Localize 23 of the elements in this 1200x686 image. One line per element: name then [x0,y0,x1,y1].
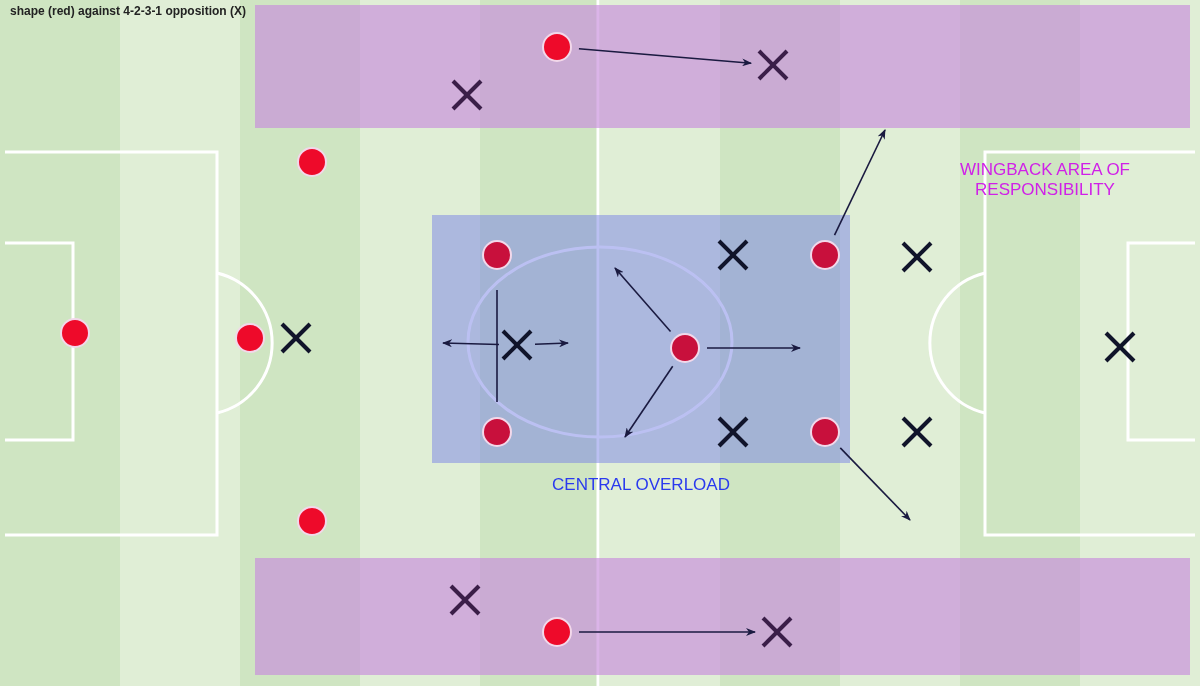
diagram-title: shape (red) against 4-2-3-1 opposition (X) [10,4,248,18]
opponent-cross-marker [279,321,313,355]
opponent-cross-marker [756,48,790,82]
opponent-cross-marker [900,415,934,449]
opponent-cross-marker [448,583,482,617]
arrow [578,628,756,636]
opponent-cross-marker [1103,330,1137,364]
opponent-cross-marker [450,78,484,112]
opponent-cross-marker [716,415,750,449]
zone-label: WINGBACK AREA OF RESPONSIBILITY [958,160,1131,200]
opponent-cross-marker [900,240,934,274]
arrow [833,129,886,236]
opponent-cross-marker [500,328,534,362]
opponent-cross-marker [716,238,750,272]
opponent-cross-marker [760,615,794,649]
arrow [839,447,911,521]
arrow [442,339,500,348]
zone-label: CENTRAL OVERLOAD [551,475,731,495]
arrow [706,344,801,352]
arrow [534,339,569,348]
arrow [624,365,674,438]
arrow [614,267,672,333]
arrow [578,48,753,67]
